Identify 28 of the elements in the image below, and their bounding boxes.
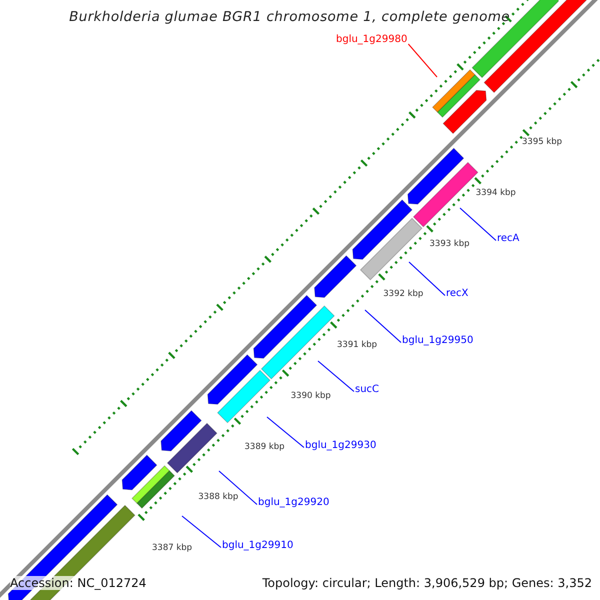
gene-label: bglu_1g29910 xyxy=(222,541,294,551)
gene-label: sucC xyxy=(355,385,380,395)
footer-text: Topology: circular; Length: 3,906,529 bp; Genes: 3,352 xyxy=(262,576,592,590)
leader-line xyxy=(460,208,496,241)
leader-line xyxy=(182,516,222,548)
scale-label: 3388 kbp xyxy=(198,493,238,502)
gene-label: bglu_1g29980 xyxy=(336,35,408,45)
gene-label: bglu_1g29930 xyxy=(305,441,376,451)
title: Burkholderia glumae BGR1 chromosome 1, complete genome xyxy=(69,11,510,24)
scale-label: 3391 kbp xyxy=(337,341,378,350)
leader-line xyxy=(408,44,438,78)
leader-line xyxy=(218,470,258,505)
scale-label: 3394 kbp xyxy=(476,188,516,198)
leader-line xyxy=(318,360,354,392)
scale-label: 3387 kbp xyxy=(152,544,192,552)
scale-label: 3389 kbp xyxy=(244,442,285,451)
leader-line xyxy=(266,416,304,448)
scale-label: 3392 kbp xyxy=(383,290,424,299)
gene-label: recX xyxy=(446,289,468,299)
leader-line xyxy=(364,310,402,343)
gene-label: bglu_1g29920 xyxy=(258,498,330,508)
footer-text: Accession: NC_012724 xyxy=(10,576,146,590)
scale-label: 3390 kbp xyxy=(290,392,331,400)
scale-label: 3395 kbp xyxy=(522,138,562,146)
scale-label: 3393 kbp xyxy=(430,240,470,248)
gene-label: bglu_1g29950 xyxy=(402,336,474,346)
leader-line xyxy=(408,262,446,296)
gene-label: recA xyxy=(497,234,520,244)
